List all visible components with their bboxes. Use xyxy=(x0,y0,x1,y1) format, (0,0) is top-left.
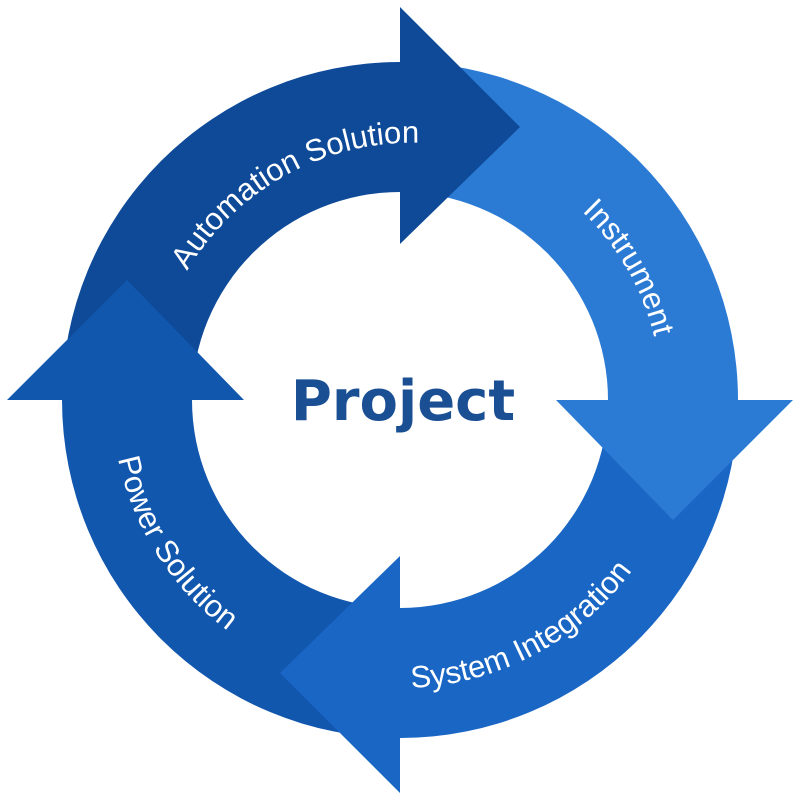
arrowhead-system-integration xyxy=(280,556,400,793)
arrowhead-instrument xyxy=(556,400,793,520)
arrowhead-automation-solution xyxy=(400,7,520,244)
center-title: Project xyxy=(291,369,515,434)
arrowhead-power-solution xyxy=(7,280,244,400)
